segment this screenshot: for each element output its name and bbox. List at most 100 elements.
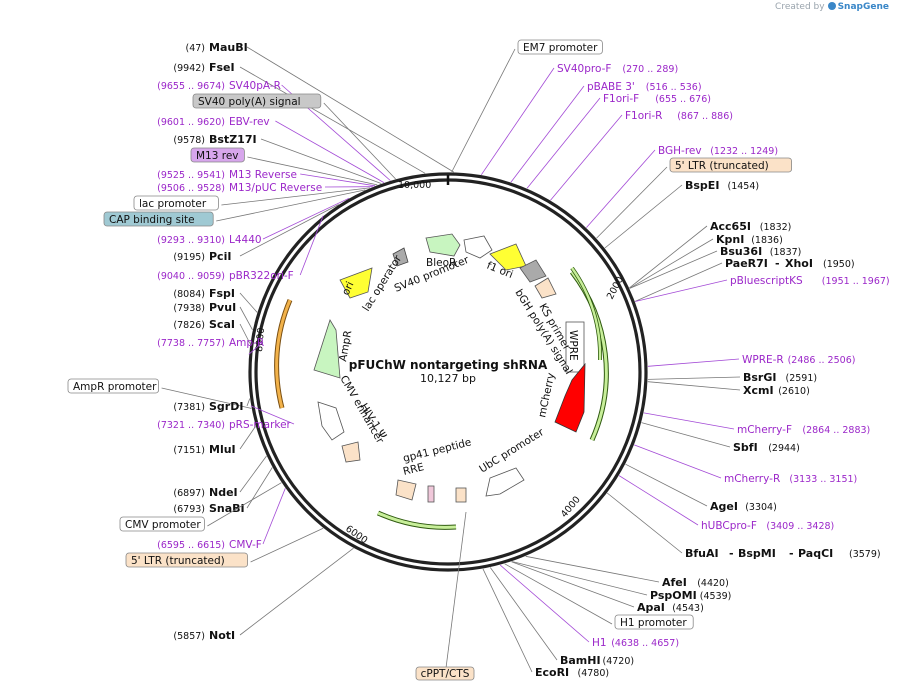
primer-name: EBV-rev — [229, 116, 270, 128]
ltr-box — [534, 277, 557, 299]
backbone-outer-ring — [248, 172, 648, 572]
inner-label-mcherry: mCherry — [536, 372, 557, 419]
label-leader — [482, 568, 533, 673]
enzyme-position: (3579) — [849, 549, 881, 560]
primer-name: L4440 — [229, 234, 262, 246]
right-label-item: F1ori-F(655 .. 676) — [526, 93, 711, 189]
enzyme-name: ScaI — [209, 318, 235, 331]
feature-label: lac promoter — [139, 198, 207, 210]
cmv-enhancer-arrow — [317, 401, 345, 441]
right-label-item: BsrGI(2591) — [647, 371, 818, 384]
right-label-item: BfuAI-BspMI-PaqCI(3579) — [606, 492, 881, 560]
cppt-cts-box — [415, 666, 475, 681]
wpre-box — [565, 321, 585, 373]
enzyme-name: NdeI — [209, 486, 238, 499]
label-leader — [480, 67, 555, 176]
primer-name: F1ori-F — [603, 93, 639, 105]
primer-position: (9293 .. 9310) — [157, 235, 225, 246]
feature-box — [119, 516, 205, 532]
primer-name: BGH-rev — [658, 145, 702, 157]
plasmid-size: 10,127 bp — [420, 372, 476, 385]
enzyme-position: (7151) — [173, 445, 205, 456]
rre-box — [427, 485, 435, 503]
primer-position: (1232 .. 1249) — [710, 146, 778, 157]
enzyme-name: FseI — [209, 61, 235, 74]
left-label-item: (9506 .. 9528)M13/pUC Reverse — [157, 182, 373, 194]
enzyme-position: (1836) — [751, 235, 783, 246]
cppt-leader — [445, 511, 467, 669]
right-label-item: F1ori-R(867 .. 886) — [550, 110, 733, 201]
bgh-box — [519, 259, 547, 283]
hiv-arc — [377, 511, 457, 529]
label-leader — [504, 563, 613, 625]
primer-name: M13 Reverse — [229, 169, 297, 181]
feature-box — [67, 378, 159, 394]
enzyme-position: (2591) — [786, 373, 818, 384]
feature-label: EM7 promoter — [523, 42, 598, 54]
label-leader — [246, 46, 455, 173]
ori-arrow — [339, 267, 373, 299]
primer-name: CMV-F — [229, 539, 262, 551]
lac-operator-box — [392, 247, 409, 267]
left-label-item: (9578) BstZ17I — [173, 133, 382, 184]
label-leader — [262, 488, 286, 545]
right-label-item: Acc65I(1832) — [629, 220, 791, 289]
enzyme-name: XcmI — [743, 384, 774, 397]
enzyme-position: (7826) — [173, 320, 205, 331]
label-leader — [647, 381, 741, 391]
enzyme-name: BspEI — [685, 179, 719, 192]
primer-name: hUBCpro-F — [701, 520, 757, 532]
snapgene-logo-icon — [827, 2, 836, 10]
inner-label-ubc: UbC promoter — [477, 426, 546, 476]
label-leader — [239, 455, 267, 493]
right-label-item: AgeI(3304) — [625, 463, 777, 513]
label-leader — [635, 279, 728, 302]
left-label-item: (7938)PvuI — [173, 301, 253, 330]
enzyme-name: PciI — [209, 250, 231, 263]
right-label-item: XcmI(2610) — [647, 381, 810, 397]
left-label-item: lac promoter — [133, 187, 370, 211]
right-label-item: H1(4638 .. 4657) — [499, 564, 679, 649]
feature-arcs — [274, 266, 609, 530]
primer-position: (9655 .. 9674) — [157, 81, 225, 92]
inner-label-ampr: AmpR — [337, 330, 354, 363]
left-label-item: (9293 .. 9310) L4440 — [157, 197, 350, 246]
tick-label-2000: 2000 — [605, 275, 626, 302]
enzyme-position: (3304) — [745, 502, 777, 513]
enzyme-name: BstZ17I — [209, 133, 257, 146]
plasmid-name: pFUChW nontargeting shRNA — [349, 358, 548, 372]
enzyme-name: PaqCI — [798, 547, 833, 560]
primer-position: (2486 .. 2506) — [788, 355, 856, 366]
feature-box — [614, 614, 694, 630]
right-label-item: 5' LTR (truncated) — [596, 157, 792, 239]
enzyme-name: Bsu36I — [720, 245, 762, 258]
enzyme-separator: - — [789, 547, 794, 560]
enzyme-name: BspMI — [738, 547, 776, 560]
right-label-item: EcoRI(4780) — [482, 568, 609, 679]
label-leader — [525, 555, 660, 583]
primer-position: (516 .. 536) — [646, 82, 702, 93]
right-label-item: SV40pro-F(270 .. 289) — [480, 63, 678, 176]
primer-position: (9601 .. 9620) — [157, 117, 225, 128]
inner-label-bleor: BleoR — [426, 257, 456, 269]
enzyme-name: XhoI — [785, 257, 813, 270]
label-leader — [618, 475, 699, 526]
enzyme-position: (1950) — [823, 259, 855, 270]
label-leader — [499, 564, 590, 643]
credit-brand: SnapGene — [837, 2, 889, 12]
label-leader — [596, 166, 668, 239]
ori-arc — [275, 299, 292, 409]
enzyme-position: (8084) — [173, 289, 205, 300]
label-leader — [300, 173, 376, 187]
gp41-box — [455, 487, 467, 503]
enzyme-name: PvuI — [209, 301, 236, 314]
primer-name: SV40pA-R — [229, 80, 281, 92]
ubc-inner-arc — [571, 267, 602, 361]
label-leader — [606, 492, 683, 554]
enzyme-separator: - — [775, 257, 780, 270]
enzyme-position: (9578) — [173, 135, 205, 146]
tick-label-4000: 4000 — [559, 494, 583, 520]
feature-box — [103, 211, 214, 227]
sv40-promoter-arrow — [463, 235, 493, 259]
bottom-feature: cPPT/CTS — [415, 511, 475, 681]
